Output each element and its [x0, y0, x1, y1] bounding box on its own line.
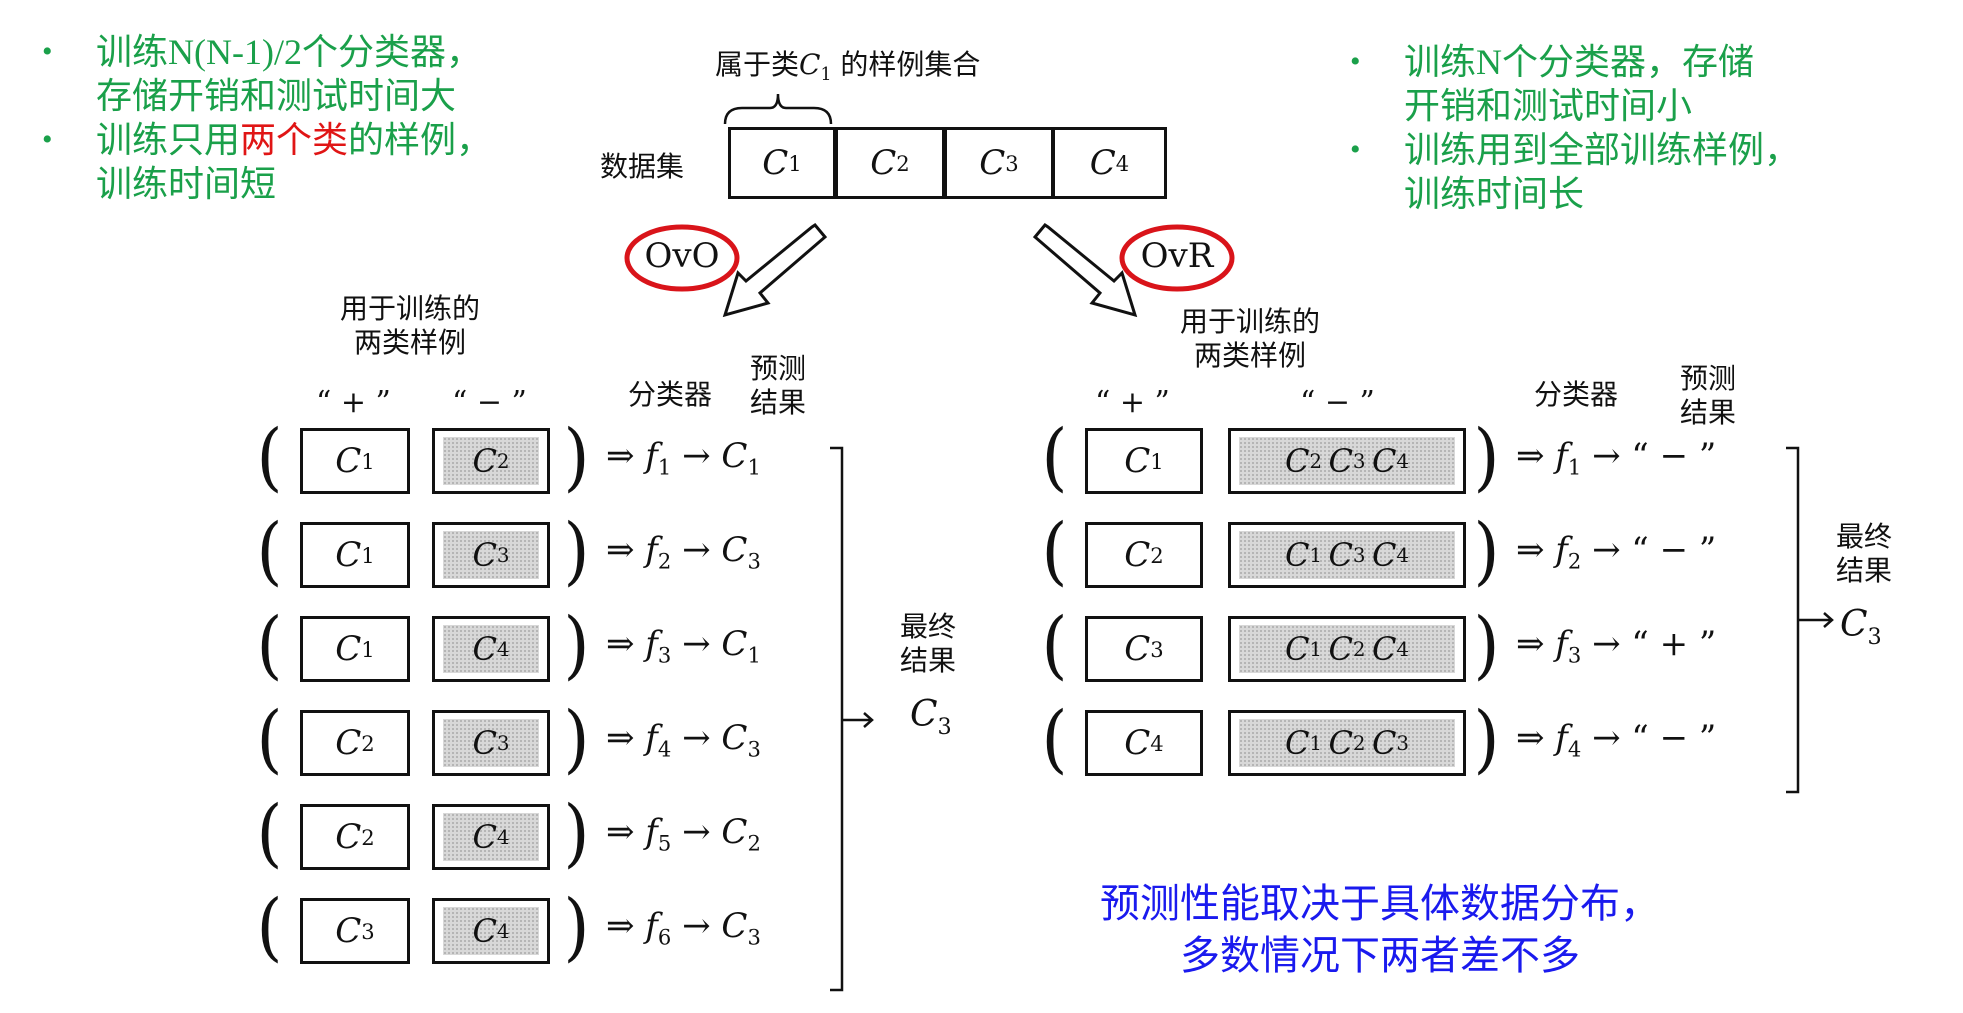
ovo-final-result: C3	[910, 694, 952, 740]
ovr-classifier-header: 分类器	[1534, 378, 1619, 411]
ovo-classifier-output: ⇒ f3 → C1	[606, 624, 761, 668]
ovo-row-open-paren: (	[256, 508, 283, 594]
ovr-classifier-output: ⇒ f4 → “ − ”	[1516, 718, 1717, 762]
ovr-tag-ellipse	[1119, 224, 1235, 292]
ovr-row-open-paren: (	[1041, 508, 1068, 594]
ovr-classifier-output: ⇒ f3 → “ + ”	[1516, 624, 1717, 668]
ovo-final-label: 最终结果	[900, 610, 957, 677]
ovr-note-time: 训练用到全部训练样例，训练时间长	[1340, 128, 1900, 216]
ovo-row-close-paren: )	[563, 414, 590, 500]
ovr-row-close-paren: )	[1473, 508, 1500, 594]
ovo-classifier-output: ⇒ f1 → C1	[606, 436, 761, 480]
ovo-row-close-paren: )	[563, 884, 590, 970]
ovo-row-open-paren: (	[256, 884, 283, 970]
ovr-final-result: C3	[1840, 604, 1882, 650]
ovo-row-open-paren: (	[256, 790, 283, 876]
ovo-row-close-paren: )	[563, 696, 590, 782]
ovo-classifier-output: ⇒ f2 → C3	[606, 530, 761, 574]
ovo-classifier-output: ⇒ f5 → C2	[606, 812, 761, 856]
ovr-arrow	[1032, 223, 1138, 318]
ovo-plus-header: “ + ”	[316, 385, 391, 420]
ovr-predict-header: 预测结果	[1680, 362, 1737, 429]
ovr-classifier-output: ⇒ f2 → “ − ”	[1516, 530, 1717, 574]
ovr-final-bracket	[1786, 446, 1834, 794]
highlight-two-classes: 两个类	[240, 120, 349, 160]
ovo-arrow	[722, 223, 828, 318]
ovo-minus-header: “ − ”	[452, 385, 527, 420]
ovr-classifier-output: ⇒ f1 → “ − ”	[1516, 436, 1717, 480]
ovo-row-close-paren: )	[563, 790, 590, 876]
subset-brace	[723, 93, 833, 125]
ovr-row-close-paren: )	[1473, 696, 1500, 782]
ovo-row-open-paren: (	[256, 602, 283, 688]
ovo-row-open-paren: (	[256, 414, 283, 500]
ovo-predict-header: 预测结果	[750, 352, 807, 419]
ovo-row-open-paren: (	[256, 696, 283, 782]
ovo-notes: 训练N(N-1)/2个分类器，存储开销和测试时间大 训练只用两个类的样例，训练时…	[32, 30, 592, 206]
ovr-row-open-paren: (	[1041, 696, 1068, 782]
ovr-final-label: 最终结果	[1836, 520, 1893, 587]
dataset-label: 数据集	[600, 150, 685, 183]
ovo-tag: OvO	[644, 236, 720, 276]
ovr-minus-header: “ − ”	[1300, 385, 1375, 420]
ovr-row-close-paren: )	[1473, 602, 1500, 688]
ovr-row-close-paren: )	[1473, 414, 1500, 500]
subset-label: 属于类C1 的样例集合	[715, 48, 981, 86]
ovr-train-header: 用于训练的两类样例	[1180, 305, 1321, 372]
conclusion-text: 预测性能取决于具体数据分布，多数情况下两者差不多	[1100, 881, 1660, 979]
ovo-classifier-output: ⇒ f4 → C3	[606, 718, 761, 762]
ovr-row-open-paren: (	[1041, 602, 1068, 688]
ovo-row-close-paren: )	[563, 602, 590, 688]
ovo-note-time: 训练只用两个类的样例，训练时间短	[32, 118, 592, 206]
ovr-tag: OvR	[1140, 236, 1214, 276]
ovo-final-bracket	[830, 446, 874, 992]
ovo-classifier-header: 分类器	[628, 378, 713, 411]
ovo-train-header: 用于训练的两类样例	[340, 292, 481, 359]
ovo-row-close-paren: )	[563, 508, 590, 594]
ovr-plus-header: “ + ”	[1095, 385, 1170, 420]
ovo-tag-ellipse	[624, 224, 740, 292]
ovr-row-open-paren: (	[1041, 414, 1068, 500]
ovo-classifier-output: ⇒ f6 → C3	[606, 906, 761, 950]
ovo-note-cost: 训练N(N-1)/2个分类器，存储开销和测试时间大	[32, 30, 592, 118]
